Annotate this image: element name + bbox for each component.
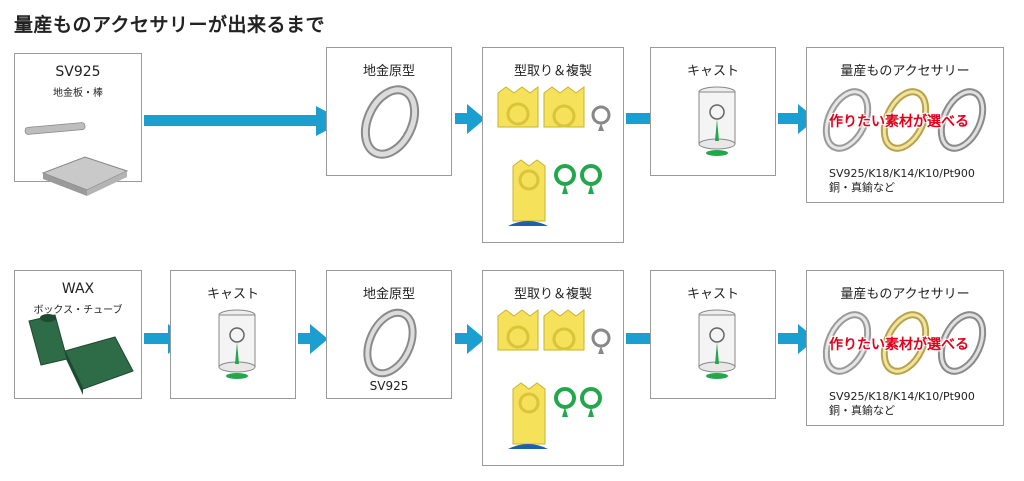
row2-cast-label: キャスト xyxy=(206,287,259,302)
cast-flask-icon xyxy=(218,309,256,379)
row2-master-sub: SV925 xyxy=(369,379,409,393)
row2-materials-line1: SV925/K18/K14/K10/Pt900 xyxy=(829,390,975,403)
row1-cast-box: キャスト xyxy=(650,47,776,176)
row1-arrow-2 xyxy=(455,104,485,134)
row2-cast-box: キャスト xyxy=(170,270,296,399)
row1-result-label: 量産ものアクセサリー xyxy=(840,64,970,79)
rubber-mold-icon xyxy=(497,86,611,226)
finished-rings-icon xyxy=(822,311,987,375)
cast-flask-icon xyxy=(698,309,736,379)
ring-master-icon xyxy=(360,85,420,159)
row1-materials-line2: 銅・真鍮など xyxy=(829,181,895,194)
row2-materials-line2: 銅・真鍮など xyxy=(829,404,895,417)
row1-materials: SV925/K18/K14/K10/Pt900 銅・真鍮など xyxy=(829,167,975,195)
row1-master-label: 地金原型 xyxy=(362,64,415,79)
cast-flask-icon xyxy=(698,86,736,156)
row1-master-box: 地金原型 xyxy=(326,47,452,176)
row2-result-box: 量産ものアクセサリー 作りたい素材が選べる SV925/K18/K14/K10/… xyxy=(806,270,1004,426)
row1-mold-label: 型取り＆複製 xyxy=(513,64,592,79)
rubber-mold-icon xyxy=(497,309,611,449)
row1-mold-box: 型取り＆複製 xyxy=(482,47,624,243)
metal-plate-icon xyxy=(24,122,129,196)
ring-master-icon xyxy=(363,308,417,378)
row2-result-label: 量産ものアクセサリー xyxy=(840,287,970,302)
row1-source-label: SV925 xyxy=(55,64,101,80)
wax-block-icon xyxy=(28,314,134,395)
row2-mold-label: 型取り＆複製 xyxy=(513,287,592,302)
row1-arrow-1 xyxy=(144,106,344,136)
row2-source-label: WAX xyxy=(61,281,95,297)
row1-cast-label: キャスト xyxy=(686,64,739,79)
row2-master-label: 地金原型 xyxy=(362,287,415,302)
row2-materials: SV925/K18/K14/K10/Pt900 銅・真鍮など xyxy=(829,390,975,418)
row2-arrow-3 xyxy=(455,324,485,354)
row2-arrow-2 xyxy=(298,324,328,354)
row1-highlight-text: 作りたい素材が選べる xyxy=(829,114,969,130)
row2-highlight-text: 作りたい素材が選べる xyxy=(829,337,969,353)
row2-cast2-label: キャスト xyxy=(686,287,739,302)
row2-master-box: 地金原型 SV925 xyxy=(326,270,452,399)
row1-materials-line1: SV925/K18/K14/K10/Pt900 xyxy=(829,167,975,180)
row1-source-box: SV925 地金板・棒 xyxy=(14,53,142,196)
row2-source-sub: ボックス・チューブ xyxy=(33,305,123,316)
row1-source-sub: 地金板・棒 xyxy=(53,88,103,99)
row2-source-box: WAX ボックス・チューブ xyxy=(14,270,142,399)
row2-cast2-box: キャスト xyxy=(650,270,776,399)
finished-rings-icon xyxy=(822,88,987,152)
row2-mold-box: 型取り＆複製 xyxy=(482,270,624,466)
page-title: 量産ものアクセサリーが出来るまで xyxy=(14,14,326,36)
row1-result-box: 量産ものアクセサリー 作りたい素材が選べる SV925/K18/K14/K10/… xyxy=(806,47,1004,203)
